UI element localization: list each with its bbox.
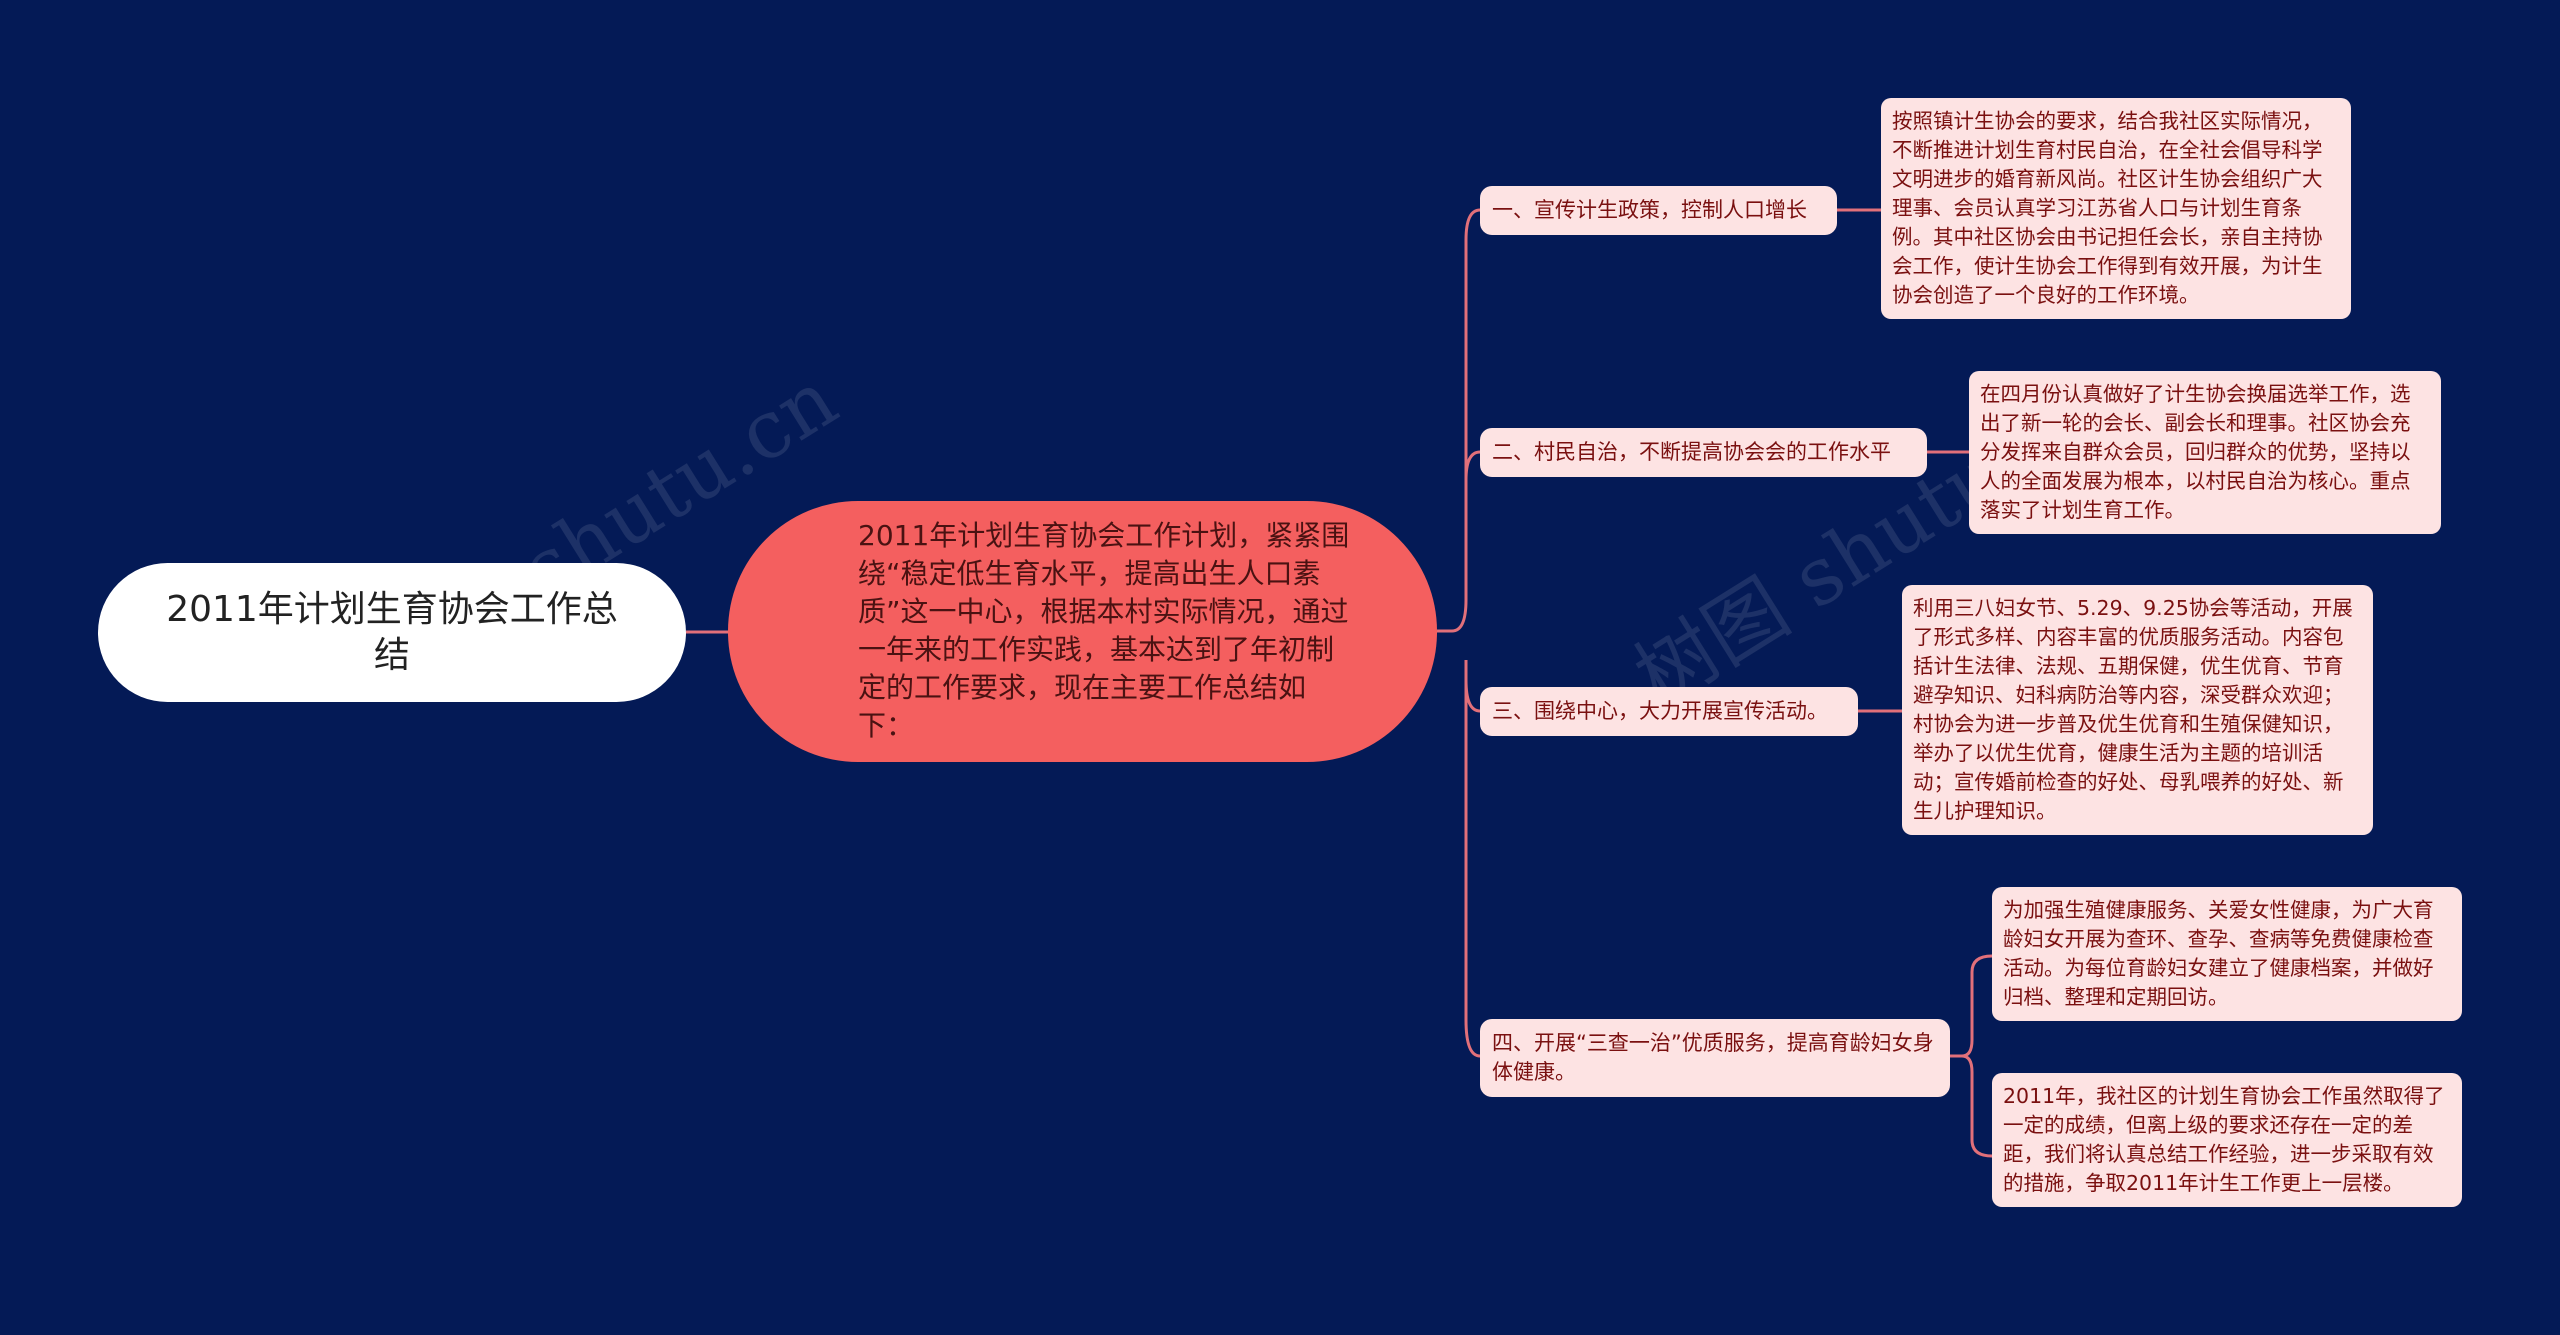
detail-2-text: 在四月份认真做好了计生协会换届选举工作，选出了新一轮的会长、副会长和理事。社区协… <box>1980 382 2411 522</box>
detail-4b-text: 2011年，我社区的计划生育协会工作虽然取得了一定的成绩，但离上级的要求还存在一… <box>2003 1084 2445 1195</box>
link-center-branch-3 <box>1464 679 1481 713</box>
link-branch4-detail-2 <box>1961 1054 1993 1158</box>
branch-3-label: 三、围绕中心，大力开展宣传活动。 <box>1492 699 1828 723</box>
root-topic[interactable]: 2011年计划生育协会工作总结 <box>98 563 686 702</box>
detail-2[interactable]: 在四月份认真做好了计生协会换届选举工作，选出了新一轮的会长、副会长和理事。社区协… <box>1969 371 2441 534</box>
link-branch4-detail-1 <box>1950 954 1993 1058</box>
detail-4b[interactable]: 2011年，我社区的计划生育协会工作虽然取得了一定的成绩，但离上级的要求还存在一… <box>1992 1073 2462 1207</box>
detail-1-text: 按照镇计生协会的要求，结合我社区实际情况，不断推进计划生育村民自治，在全社会倡导… <box>1892 109 2323 307</box>
detail-1[interactable]: 按照镇计生协会的要求，结合我社区实际情况，不断推进计划生育村民自治，在全社会倡导… <box>1881 98 2351 319</box>
root-topic-label: 2011年计划生育协会工作总结 <box>166 588 618 676</box>
branch-3[interactable]: 三、围绕中心，大力开展宣传活动。 <box>1480 687 1858 736</box>
detail-3-text: 利用三八妇女节、5.29、9.25协会等活动，开展了形式多样、内容丰富的优质服务… <box>1913 596 2353 823</box>
branch-2[interactable]: 二、村民自治，不断提高协会会的工作水平 <box>1480 428 1927 477</box>
link-center-branch-4 <box>1464 660 1481 1058</box>
branch-1[interactable]: 一、宣传计生政策，控制人口增长 <box>1480 186 1837 235</box>
branch-2-label: 二、村民自治，不断提高协会会的工作水平 <box>1492 440 1891 464</box>
link-center-branch-1 <box>1437 208 1481 633</box>
detail-4a[interactable]: 为加强生殖健康服务、关爱女性健康，为广大育龄妇女开展为查环、查孕、查病等免费健康… <box>1992 887 2462 1021</box>
detail-4a-text: 为加强生殖健康服务、关爱女性健康，为广大育龄妇女开展为查环、查孕、查病等免费健康… <box>2003 898 2434 1009</box>
link-center-branch-2 <box>1464 450 1481 481</box>
branch-4-label: 四、开展“三查一治”优质服务，提高育龄妇女身体健康。 <box>1492 1031 1934 1084</box>
center-topic-label: 2011年计划生育协会工作计划，紧紧围绕“稳定低生育水平，提高出生人口素质”这一… <box>858 519 1350 742</box>
center-topic[interactable]: 2011年计划生育协会工作计划，紧紧围绕“稳定低生育水平，提高出生人口素质”这一… <box>728 501 1437 762</box>
branch-1-label: 一、宣传计生政策，控制人口增长 <box>1492 198 1807 222</box>
detail-3[interactable]: 利用三八妇女节、5.29、9.25协会等活动，开展了形式多样、内容丰富的优质服务… <box>1902 585 2373 835</box>
branch-4[interactable]: 四、开展“三查一治”优质服务，提高育龄妇女身体健康。 <box>1480 1019 1950 1097</box>
